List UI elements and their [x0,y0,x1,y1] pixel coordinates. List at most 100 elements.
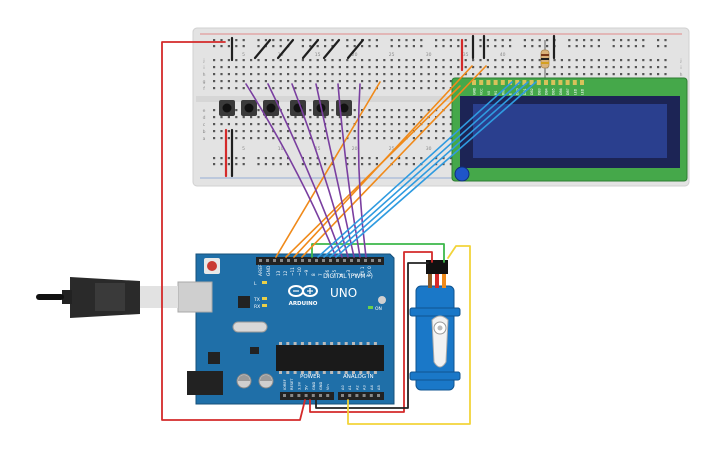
header-pin[interactable] [273,259,276,262]
header-pin[interactable] [315,259,318,262]
bb-hole [338,59,341,62]
header-pin[interactable] [371,259,374,262]
reset-button[interactable] [204,258,220,274]
digital-pin-label: ~6 [325,269,330,276]
header-pin[interactable] [357,259,360,262]
header-pin[interactable] [319,394,322,397]
bb-hole [264,59,267,62]
usb-chip [238,296,250,308]
bb-hole [560,59,563,62]
digital-pin-label: TX 1 [360,266,365,277]
wire-purple-1 [245,83,337,258]
bb-hole [605,66,608,69]
bb-hole [427,66,430,69]
header-pin[interactable] [287,259,290,262]
bb-hole [479,39,482,42]
bb-hole [398,123,401,126]
header-pin[interactable] [377,394,380,397]
header-pin[interactable] [322,259,325,262]
header-pin[interactable] [304,394,308,397]
bb-hole [346,59,349,62]
bb-column-number: 25 [389,146,395,152]
bb-hole [220,137,223,140]
bb-hole [494,66,497,69]
bb-row-letter: f [203,86,205,92]
lcd-potentiometer[interactable] [454,166,470,182]
usb-plug-icon[interactable] [36,277,213,318]
header-pin[interactable] [294,259,297,262]
bb-hole [390,66,393,69]
header-pin[interactable] [259,259,262,262]
bb-hole [383,59,386,62]
bb-hole [220,157,223,160]
bb-hole [250,73,253,76]
header-pin[interactable] [355,394,359,397]
header-pin[interactable] [364,259,367,262]
header-pin[interactable] [329,259,332,262]
bb-hole [353,137,356,140]
header-pin[interactable] [266,259,269,262]
dc-power-jack[interactable] [187,371,223,395]
bb-hole [272,157,275,160]
push-button-2[interactable] [241,100,257,116]
bb-hole [553,59,556,62]
header-pin[interactable] [283,394,286,397]
bb-hole [390,73,393,76]
bb-hole [435,73,438,76]
push-button-6[interactable] [336,100,352,116]
bb-hole [272,116,275,119]
bb-hole [649,59,652,62]
push-button-1[interactable] [219,100,235,116]
bb-hole [472,73,475,76]
bb-hole [361,109,364,112]
bb-hole [235,59,238,62]
header-pin[interactable] [369,394,373,397]
bb-hole [634,73,637,76]
wire-blue-2 [323,81,521,258]
bb-hole [642,39,645,42]
bb-hole [479,59,482,62]
header-pin[interactable] [301,259,304,262]
lcd-pin [479,80,484,85]
bb-hole [590,39,593,42]
bb-hole [287,123,290,126]
header-pin[interactable] [348,394,352,397]
bb-hole [620,66,623,69]
lcd-pin-label: GND [473,87,477,95]
header-pin[interactable] [297,394,301,397]
bb-hole [331,109,334,112]
bb-hole [227,163,230,166]
header-pin[interactable] [343,259,346,262]
header-pin[interactable] [326,394,330,397]
power-pin-label: RESET [290,378,294,390]
bb-hole [309,39,312,42]
lcd-pin-label: RW [501,89,505,95]
bb-hole [346,163,349,166]
bb-hole [331,137,334,140]
bb-hole [287,109,290,112]
header-pin[interactable] [308,259,311,262]
header-pin[interactable] [350,259,353,262]
bb-column-number: 10 [278,146,284,152]
wire-red-5v [161,41,306,421]
breadboard-jumpers [230,34,556,178]
bb-hole [257,87,260,90]
bb-hole [361,163,364,166]
bb-hole [509,66,512,69]
header-pin[interactable] [336,259,339,262]
push-button-3[interactable] [263,100,279,116]
header-pin[interactable] [341,394,344,397]
bb-hole [361,73,364,76]
header-pin[interactable] [280,259,283,262]
header-pin[interactable] [311,394,315,397]
bb-hole [449,66,452,69]
led-rx [262,304,267,307]
bb-hole [264,73,267,76]
header-pin[interactable] [290,394,294,397]
bb-hole [213,73,216,76]
header-pin[interactable] [362,394,366,397]
bb-hole [501,59,504,62]
bb-hole [398,163,401,166]
header-pin[interactable] [378,259,381,262]
